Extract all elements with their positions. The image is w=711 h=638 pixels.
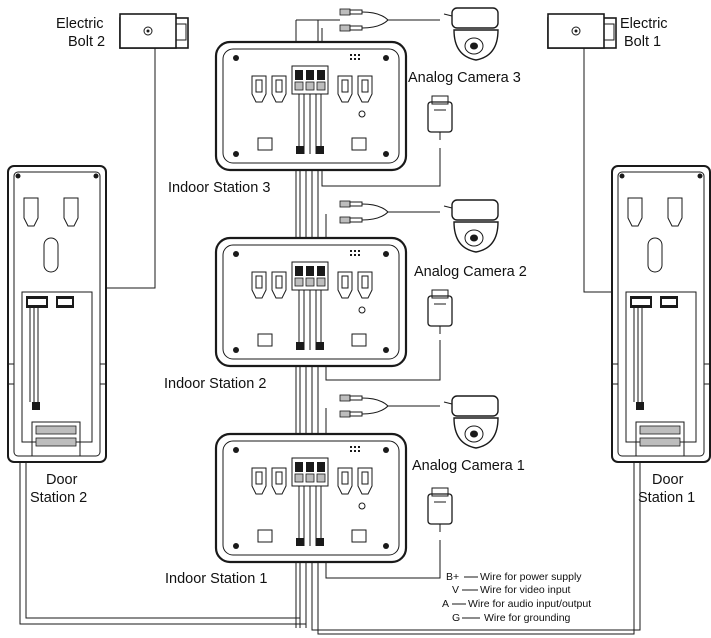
indoor-station-2 — [214, 236, 408, 368]
door-station-1 — [611, 165, 711, 463]
analog-camera-3 — [443, 7, 499, 61]
connector-2 — [339, 200, 389, 224]
door-station-1-label-line1: Door — [652, 472, 684, 488]
indoor-station-1-label: Indoor Station 1 — [165, 571, 267, 587]
indoor-station-1 — [214, 432, 408, 564]
door-station-2 — [7, 165, 107, 463]
indoor-station-3-label: Indoor Station 3 — [168, 180, 270, 196]
bolt-2-label-line1: Electric — [56, 16, 104, 32]
legend-code-video: V — [452, 584, 459, 596]
door-station-1-label-line2: Station 1 — [638, 490, 695, 506]
wire-legend: B+ Wire for power supply V Wire for vide… — [442, 571, 591, 624]
connector-1 — [339, 394, 389, 418]
legend-code-power: B+ — [446, 571, 459, 583]
bolt-1-label-line1: Electric — [620, 16, 668, 32]
legend-text-power: Wire for power supply — [480, 571, 582, 583]
camera-1-label: Analog Camera 1 — [412, 458, 525, 474]
electric-bolt-1 — [547, 13, 617, 49]
bolt-1-label-line2: Bolt 1 — [624, 34, 661, 50]
electric-bolt-2 — [119, 13, 189, 49]
legend-text-ground: Wire for grounding — [484, 612, 571, 624]
legend-code-ground: G — [452, 612, 460, 624]
analog-camera-2 — [443, 199, 499, 253]
door-station-2-label-line1: Door — [46, 472, 78, 488]
camera-2-label: Analog Camera 2 — [414, 264, 527, 280]
camera-3-label: Analog Camera 3 — [408, 70, 521, 86]
door-station-2-label-line2: Station 2 — [30, 490, 87, 506]
bolt-2-label-line2: Bolt 2 — [68, 34, 105, 50]
legend-text-video: Wire for video input — [480, 584, 571, 596]
power-adapter-1 — [427, 487, 453, 533]
connector-3 — [339, 8, 389, 32]
legend-code-audio: A — [442, 598, 449, 610]
analog-camera-1 — [443, 395, 499, 449]
power-adapter-3 — [427, 95, 453, 141]
indoor-station-2-label: Indoor Station 2 — [164, 376, 266, 392]
legend-text-audio: Wire for audio input/output — [468, 598, 591, 610]
power-adapter-2 — [427, 289, 453, 335]
indoor-station-3 — [214, 40, 408, 172]
